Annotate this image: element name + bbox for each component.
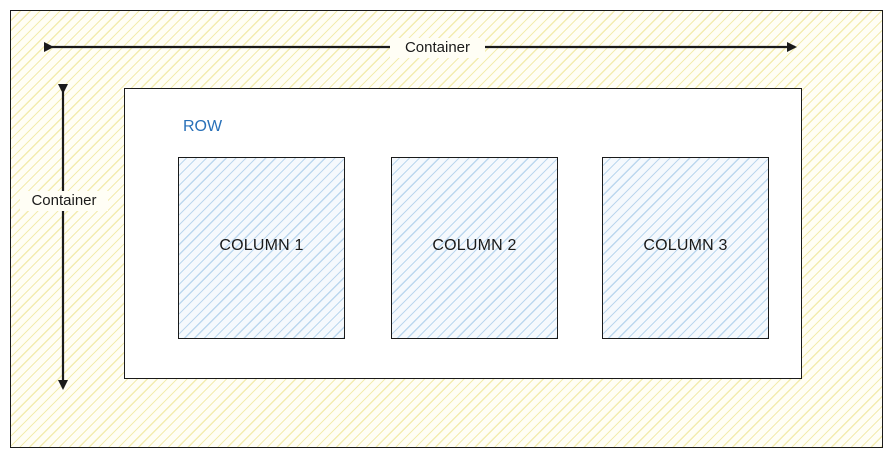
column-3-box: COLUMN 3 (602, 157, 769, 339)
row-label: ROW (183, 118, 223, 135)
column-2-label: COLUMN 2 (432, 237, 517, 254)
container-width-label: Container (390, 38, 485, 58)
column-3-label: COLUMN 3 (643, 237, 728, 254)
column-2-box: COLUMN 2 (391, 157, 558, 339)
column-1-label: COLUMN 1 (219, 237, 304, 254)
container-height-label: Container (20, 191, 108, 211)
column-1-box: COLUMN 1 (178, 157, 345, 339)
